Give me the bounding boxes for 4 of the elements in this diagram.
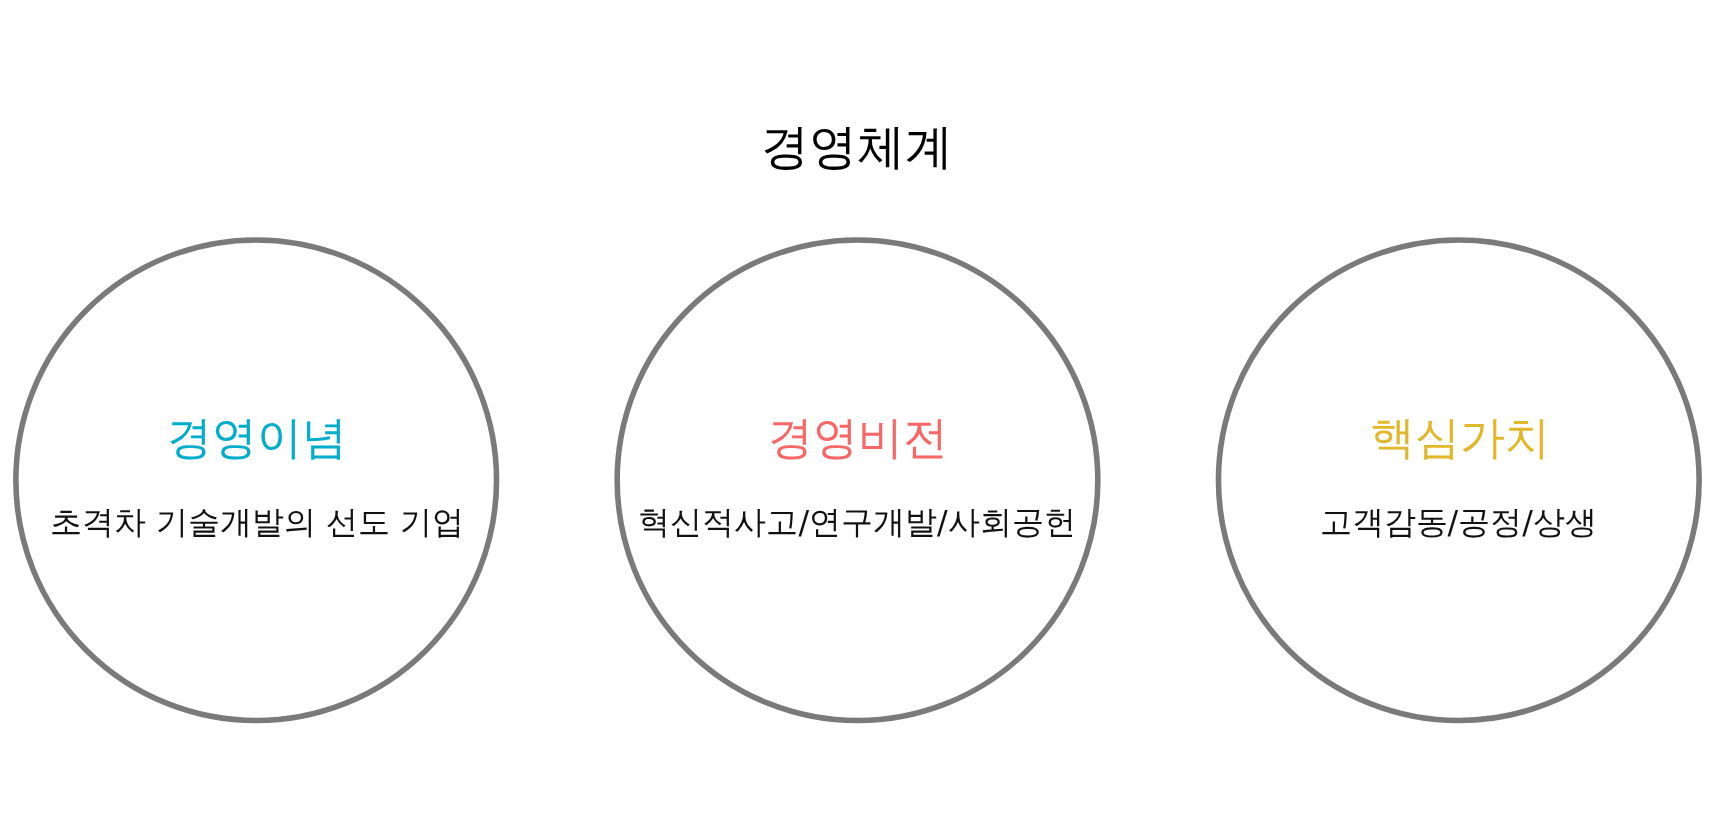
node-circle: 핵심가치 고객감동/공정/상생 bbox=[1215, 237, 1702, 724]
node-circle: 경영이념 초격차 기술개발의 선도 기업 bbox=[13, 237, 500, 724]
node-circle: 경영비전 혁신적사고/연구개발/사회공헌 bbox=[614, 237, 1101, 724]
diagram-title: 경영체계 bbox=[761, 118, 954, 175]
